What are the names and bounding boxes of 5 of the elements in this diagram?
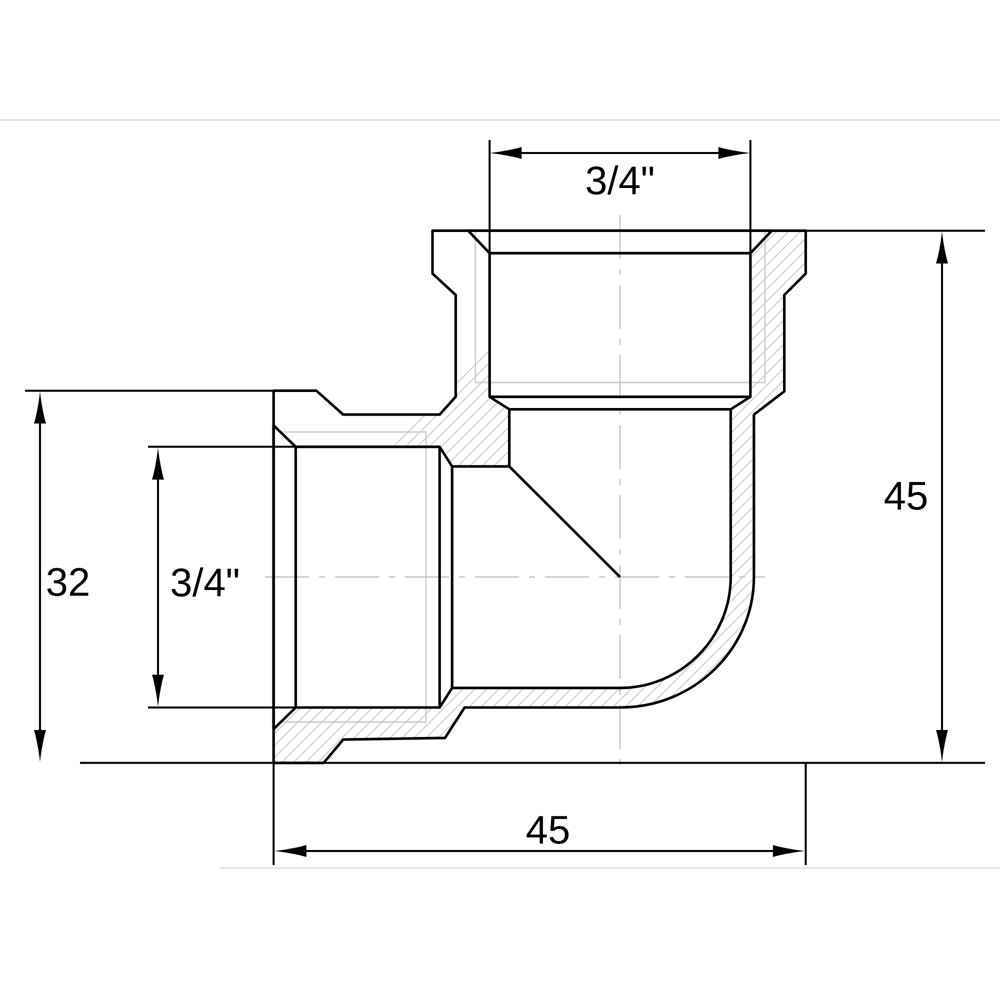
dimension-label: 45 bbox=[884, 482, 927, 510]
dimension-label: 45 bbox=[526, 816, 569, 844]
dimension-label: 3/4" bbox=[172, 567, 238, 597]
dimension-label: 32 bbox=[47, 568, 88, 596]
dimension-label: 3/4" bbox=[586, 165, 654, 195]
